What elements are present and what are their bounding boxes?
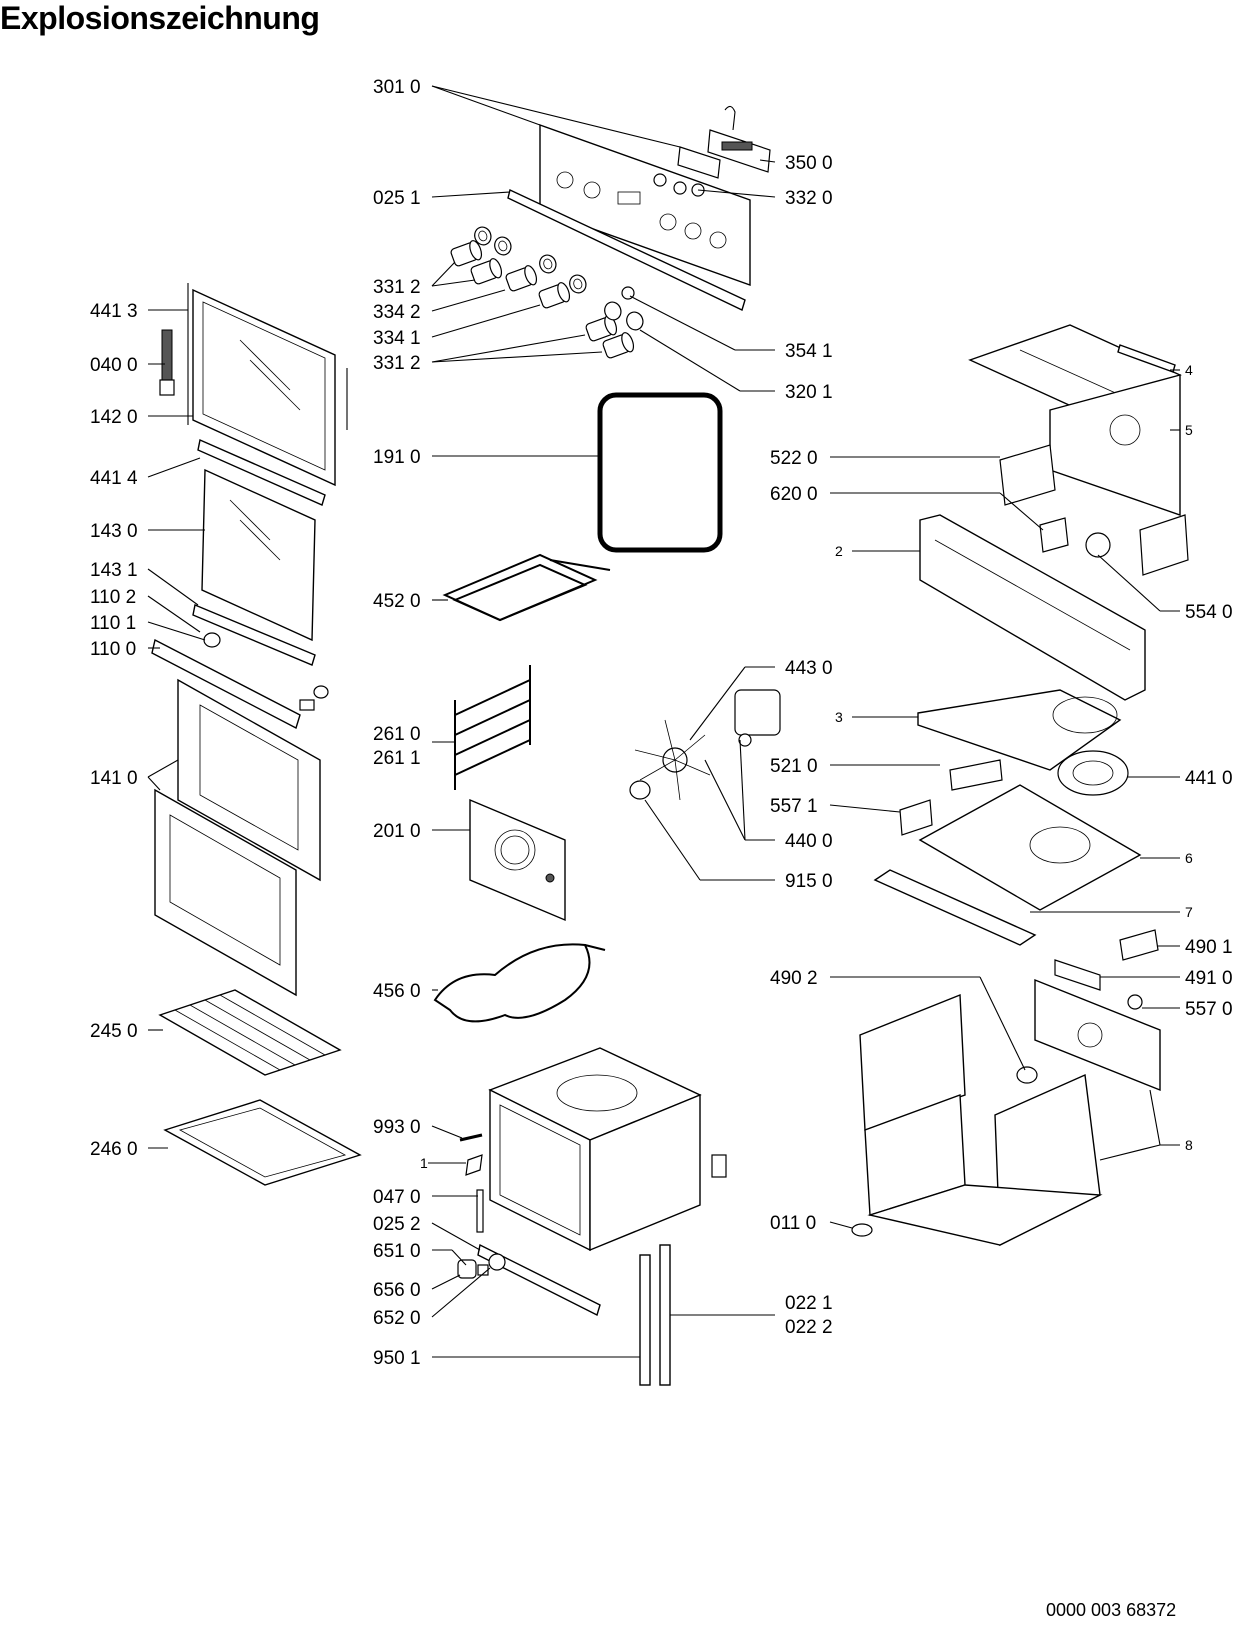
callout-246-0: 246 0 xyxy=(90,1139,138,1160)
display-module-part xyxy=(677,105,771,179)
callout-7: 7 xyxy=(1185,904,1193,920)
callout-191-0: 191 0 xyxy=(373,447,421,468)
rear-panel-part xyxy=(469,798,566,922)
switch-parts xyxy=(899,759,1003,836)
callout-491-0: 491 0 xyxy=(1185,968,1233,989)
callout-350-0: 350 0 xyxy=(785,153,833,174)
glass-pane-part xyxy=(201,468,316,642)
callout-331-2-lower: 331 2 xyxy=(373,353,421,374)
callout-8: 8 xyxy=(1185,1137,1193,1153)
callout-110-1: 110 1 xyxy=(90,613,136,634)
callout-110-2: 110 2 xyxy=(90,587,136,608)
control-panel-part xyxy=(539,124,751,286)
callout-490-1: 490 1 xyxy=(1185,937,1233,958)
callout-522-0: 522 0 xyxy=(770,448,818,469)
callout-301-0: 301 0 xyxy=(373,77,421,98)
oven-cavity-part xyxy=(488,1047,727,1252)
callout-022-1: 022 1 xyxy=(785,1293,833,1314)
top-cover-part xyxy=(968,324,1182,516)
door-strip-part xyxy=(192,439,326,666)
callout-441-3: 441 3 xyxy=(90,301,138,322)
electronics-modules-part xyxy=(999,444,1189,576)
side-panel-part xyxy=(1034,978,1161,1092)
door-handle-part xyxy=(151,632,329,730)
bottom-strip-part xyxy=(873,869,1037,946)
callout-332-0: 332 0 xyxy=(785,188,833,209)
callout-334-2: 334 2 xyxy=(373,302,421,323)
control-knobs-part xyxy=(450,226,644,359)
insulation-plate-part xyxy=(918,784,1142,911)
control-frame-part xyxy=(919,514,1146,701)
callout-025-2: 025 2 xyxy=(373,1214,421,1235)
callout-261-1: 261 1 xyxy=(373,748,421,769)
oven-rack-part xyxy=(158,989,342,1076)
callout-047-0: 047 0 xyxy=(373,1187,421,1208)
air-guide-part xyxy=(917,689,1122,771)
outer-door-part xyxy=(154,678,321,997)
callout-452-0: 452 0 xyxy=(373,591,421,612)
callout-554-0: 554 0 xyxy=(1185,602,1233,623)
callout-440-0: 440 0 xyxy=(785,831,833,852)
callout-141-0: 141 0 xyxy=(90,768,138,789)
callout-441-0: 441 0 xyxy=(1185,768,1233,789)
page-title: Explosionszeichnung xyxy=(0,0,320,36)
callout-334-1: 334 1 xyxy=(373,328,421,349)
callout-443-0: 443 0 xyxy=(785,658,833,679)
callout-142-0: 142 0 xyxy=(90,407,138,428)
callout-557-0: 557 0 xyxy=(1185,999,1233,1020)
fan-motor-part xyxy=(734,689,781,747)
callout-521-0: 521 0 xyxy=(770,756,818,777)
cooling-fan-part xyxy=(1057,750,1129,796)
callout-1: 1 xyxy=(420,1155,428,1171)
callout-490-2: 490 2 xyxy=(770,968,818,989)
callout-5: 5 xyxy=(1185,422,1193,438)
leader-lines xyxy=(147,85,1180,1358)
terminal-parts xyxy=(1054,929,1159,1010)
callout-143-1: 143 1 xyxy=(90,560,138,581)
callout-201-0: 201 0 xyxy=(373,821,421,842)
upper-heating-element-part xyxy=(442,553,611,622)
callout-915-0: 915 0 xyxy=(785,871,833,892)
callout-320-1: 320 1 xyxy=(785,382,833,403)
callout-656-0: 656 0 xyxy=(373,1280,421,1301)
baking-tray-part xyxy=(163,1099,362,1186)
document-number: 0000 003 68372 xyxy=(1046,1600,1177,1620)
callout-651-0: 651 0 xyxy=(373,1241,421,1262)
door-inner-frame-part xyxy=(187,283,348,487)
callout-143-0: 143 0 xyxy=(90,521,138,542)
callout-354-1: 354 1 xyxy=(785,341,833,362)
callout-557-1: 557 1 xyxy=(770,796,818,817)
callout-025-1: 025 1 xyxy=(373,188,421,209)
callout-950-1: 950 1 xyxy=(373,1348,421,1369)
callout-993-0: 993 0 xyxy=(373,1117,421,1138)
trim-strip-part xyxy=(507,189,746,311)
callout-040-0: 040 0 xyxy=(90,355,138,376)
callout-652-0: 652 0 xyxy=(373,1308,421,1329)
callout-011-0: 011 0 xyxy=(770,1213,816,1234)
callout-441-4: 441 4 xyxy=(90,468,138,489)
callout-620-0: 620 0 xyxy=(770,484,818,505)
cabinet-housing-part xyxy=(851,993,1103,1247)
callout-6: 6 xyxy=(1185,850,1193,866)
callout-3: 3 xyxy=(835,709,843,725)
fan-blade-part xyxy=(629,719,711,801)
callout-261-0: 261 0 xyxy=(373,724,421,745)
callout-456-0: 456 0 xyxy=(373,981,421,1002)
side-rack-part xyxy=(454,665,531,790)
door-gasket-part xyxy=(597,392,723,553)
cavity-accessories-part xyxy=(457,1133,671,1386)
callout-2: 2 xyxy=(835,543,843,559)
callout-245-0: 245 0 xyxy=(90,1021,138,1042)
callout-110-0: 110 0 xyxy=(90,639,136,660)
lower-heating-element-part xyxy=(433,943,606,1023)
callout-4: 4 xyxy=(1185,362,1193,378)
callout-022-2: 022 2 xyxy=(785,1317,833,1338)
hinge-part xyxy=(159,329,175,396)
callout-331-2-upper: 331 2 xyxy=(373,277,421,298)
